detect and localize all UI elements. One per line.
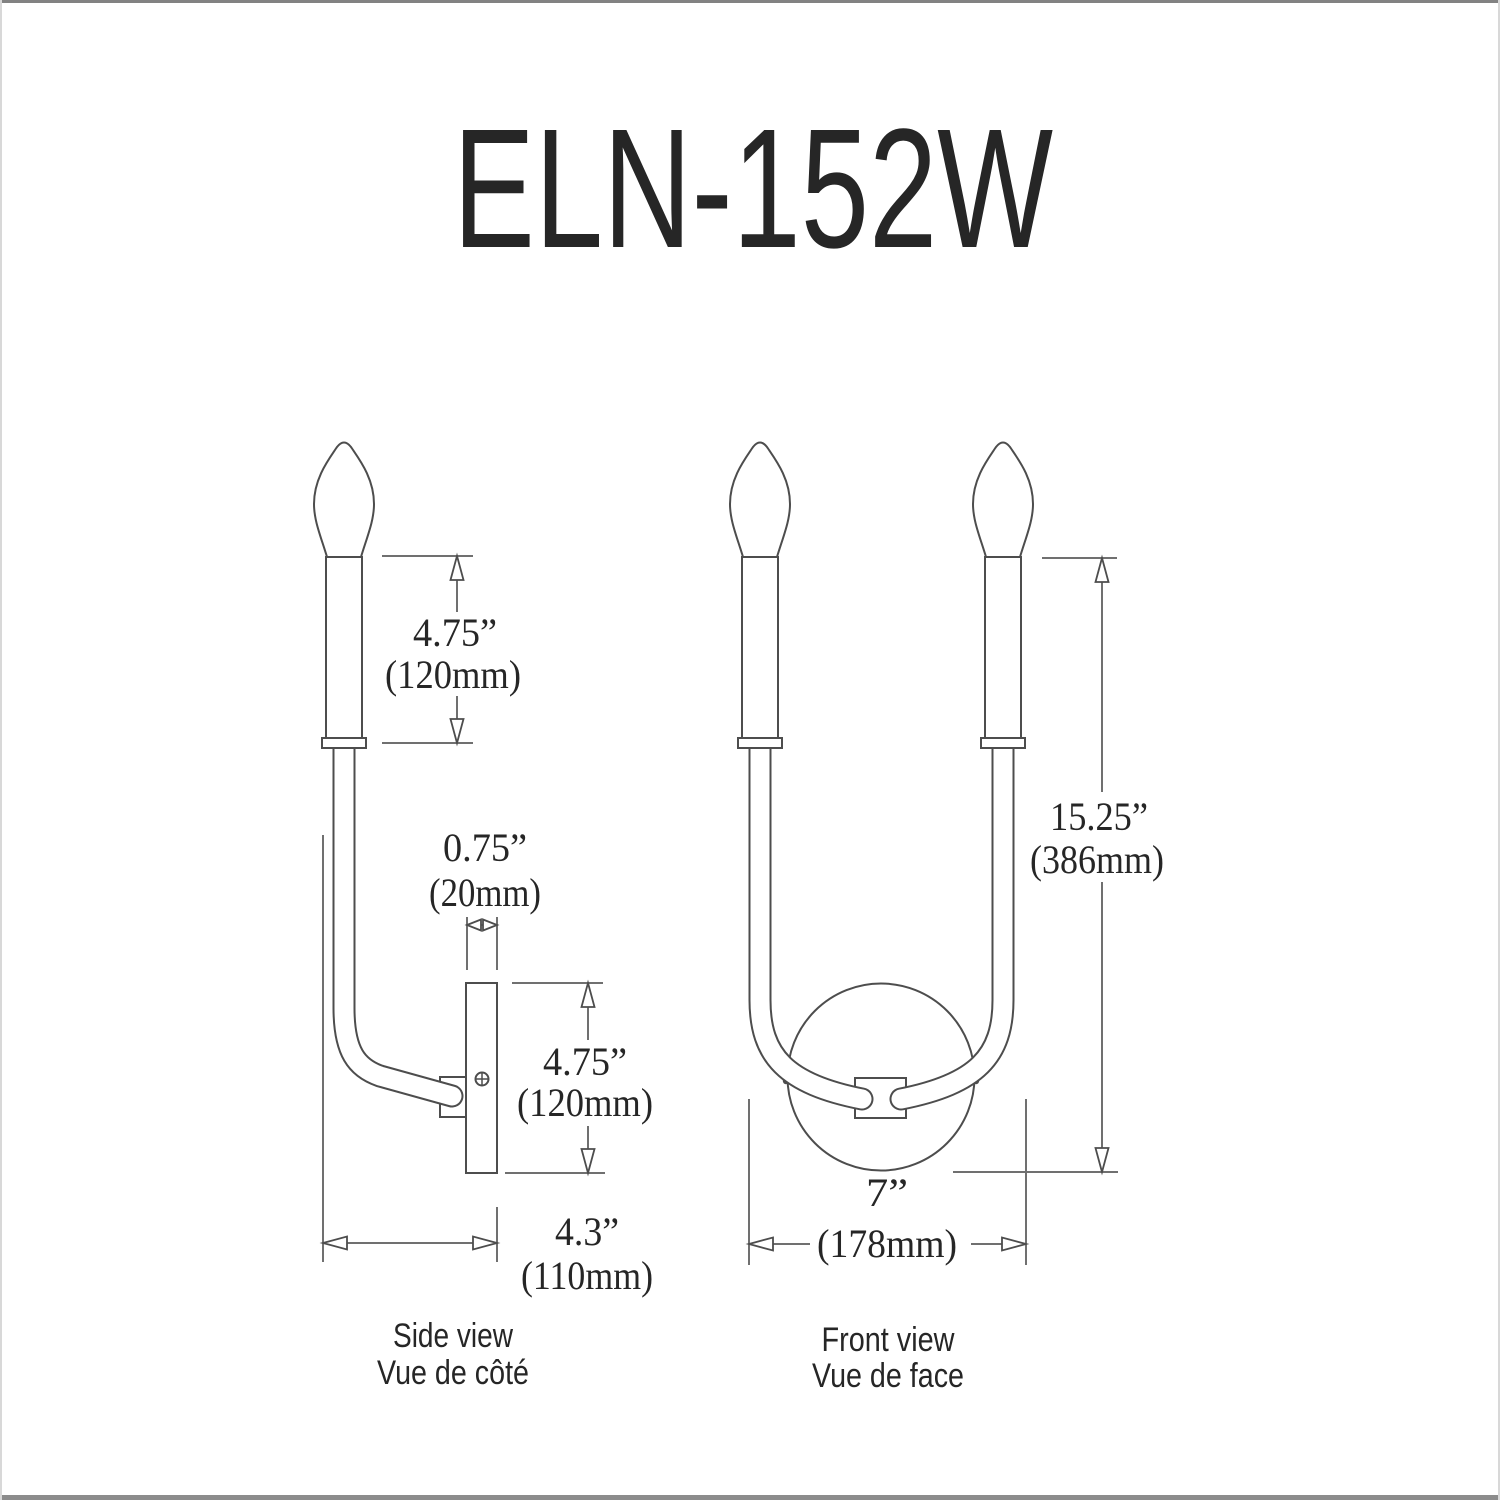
- side-view-label-fr: Vue de côté: [377, 1354, 529, 1392]
- page-title: ELN-152W: [453, 94, 1053, 284]
- dim-value: 7”: [866, 1170, 908, 1215]
- arrowhead-down: [580, 1148, 596, 1177]
- dim-value: 0.75”: [443, 825, 527, 870]
- arrowhead-down: [449, 718, 465, 747]
- dim-value-metric: (120mm): [517, 1080, 653, 1125]
- bottom-border: [0, 1495, 1500, 1500]
- dim-front-width: 7” (178mm): [745, 1099, 1030, 1266]
- front-left-arm-tube: [748, 732, 874, 1111]
- left-border: [0, 0, 2, 1500]
- front-right-candle: [972, 441, 1034, 749]
- side-candle: [313, 441, 375, 749]
- arrowhead-left: [745, 1236, 774, 1252]
- arrowhead-up: [580, 979, 596, 1008]
- top-border: [0, 0, 1500, 3]
- dim-front-height: 15.25” (386mm): [953, 554, 1164, 1176]
- dim-side-plate-height: 4.75” (120mm): [505, 979, 653, 1177]
- dim-value: 15.25”: [1050, 794, 1148, 839]
- front-view-label: Front view: [822, 1321, 955, 1359]
- arrowhead-right: [482, 918, 500, 932]
- right-border: [1498, 0, 1500, 1500]
- dim-value: 4.3”: [555, 1209, 619, 1254]
- front-view-label-fr: Vue de face: [812, 1357, 964, 1395]
- arrowhead-right: [472, 1235, 501, 1251]
- side-arm-tube: [332, 732, 464, 1108]
- dim-side-plate-depth: 0.75” (20mm): [429, 825, 541, 970]
- front-left-candle: [729, 441, 791, 749]
- arrowhead-right: [1001, 1236, 1030, 1252]
- dim-value-metric: (120mm): [385, 652, 521, 697]
- dim-value: 4.75”: [543, 1039, 627, 1084]
- dim-value-metric: (386mm): [1030, 837, 1164, 882]
- front-right-arm-tube: [889, 732, 1015, 1111]
- dim-value-metric: (110mm): [521, 1253, 653, 1298]
- dim-side-extension: 4.3” (110mm): [319, 835, 653, 1298]
- arrowhead-left: [319, 1235, 348, 1251]
- side-view-label: Side view: [393, 1317, 513, 1355]
- arrowhead-up: [1094, 554, 1110, 583]
- arrowhead-up: [449, 552, 465, 581]
- dim-value-metric: (178mm): [817, 1221, 957, 1266]
- front-view: 15.25” (386mm) 7” (178mm) Front view Vue…: [729, 441, 1164, 1395]
- dim-value-metric: (20mm): [429, 870, 541, 915]
- side-view: 4.75” (120mm) 0.75” (20mm) 4.75” (120mm): [313, 441, 653, 1392]
- dim-value: 4.75”: [413, 610, 497, 655]
- dim-side-candle-height: 4.75” (120mm): [382, 552, 521, 747]
- arrowhead-down: [1094, 1147, 1110, 1176]
- arrowhead-left: [464, 918, 482, 932]
- screw-icon: [474, 1071, 490, 1087]
